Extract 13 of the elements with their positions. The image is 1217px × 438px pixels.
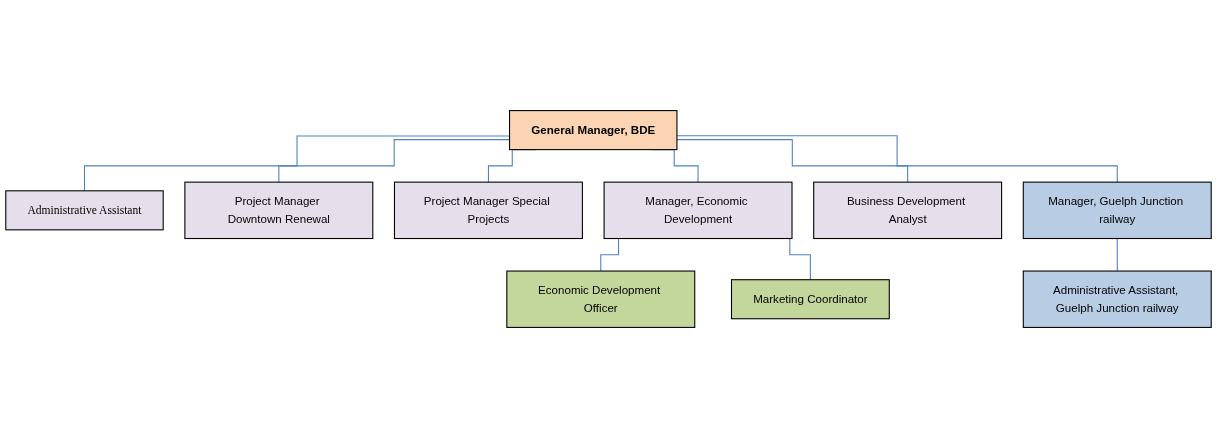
node-box: Economic Development Officer (506, 270, 696, 328)
connector (676, 135, 1118, 183)
connector (1116, 238, 1118, 272)
connector (676, 139, 909, 183)
node-box: Manager, Guelph Junction railway (1022, 181, 1212, 240)
node-box: Administrative Assistant (5, 190, 164, 231)
node-box: Project Manager Special Projects (393, 181, 583, 240)
node-box: Marketing Coordinator (730, 279, 890, 320)
node-box: Manager, Economic Development (603, 181, 793, 240)
node-box: Business Development Analyst (813, 181, 1003, 240)
node-box: Project Manager Downtown Renewal (184, 181, 374, 240)
node-box: Administrative Assistant, Guelph Junction railway (1022, 270, 1212, 328)
node-box: General Manager, BDE (509, 110, 678, 151)
